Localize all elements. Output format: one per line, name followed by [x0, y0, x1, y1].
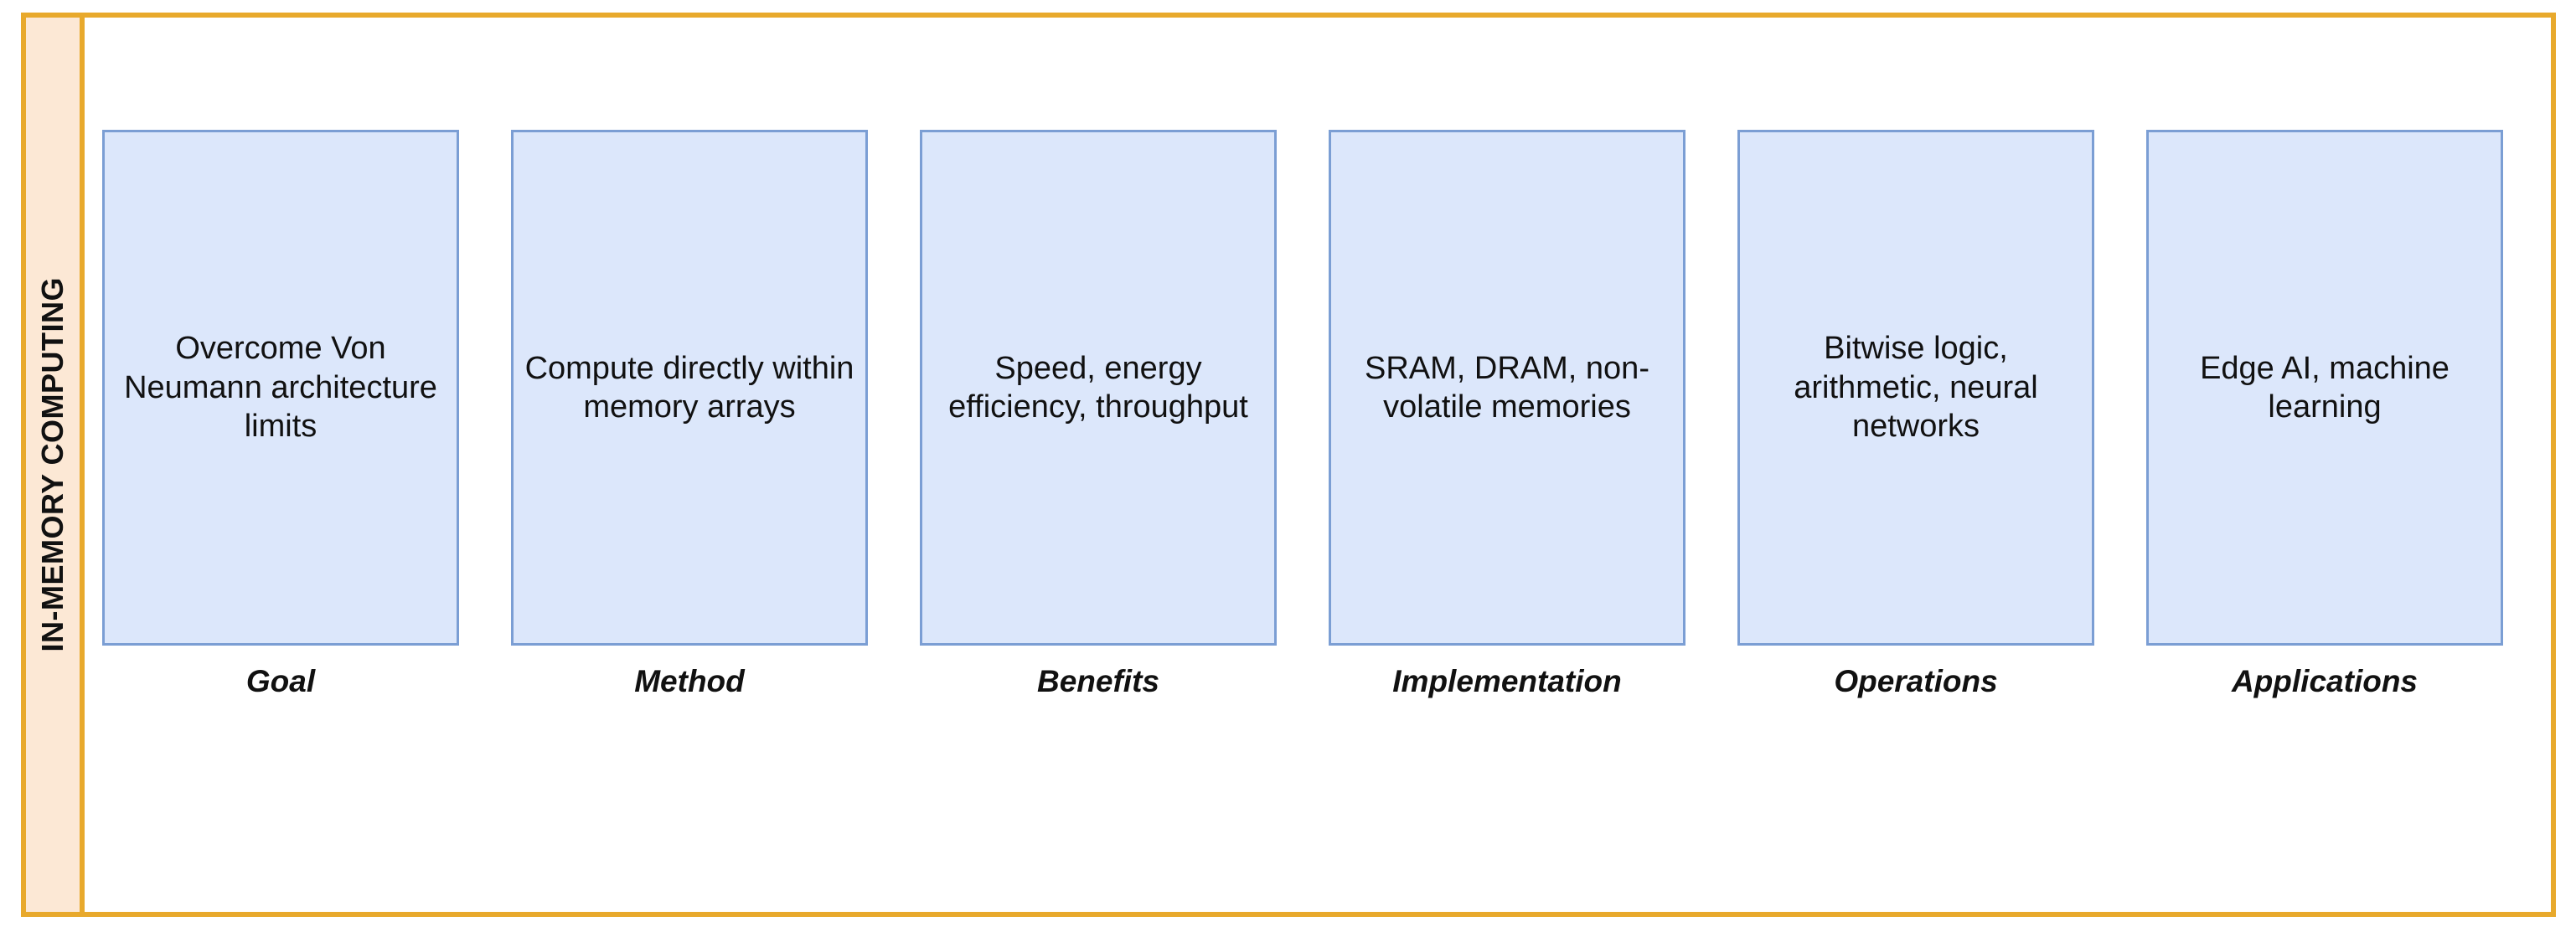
aspect-column-benefits: Speed, energy efficiency, throughput Ben… — [920, 130, 1277, 699]
aspect-card-text: Overcome Von Neumann architecture limits — [124, 331, 437, 445]
aspect-card-text: SRAM, DRAM, non-volatile memories — [1365, 350, 1649, 425]
aspect-caption-method: Method — [634, 664, 745, 698]
aspect-caption-benefits: Benefits — [1037, 664, 1159, 698]
aspect-column-goal: Overcome Von Neumann architecture limits… — [102, 130, 459, 699]
aspect-card-benefits: Speed, energy efficiency, throughput — [920, 130, 1277, 646]
column-container: Overcome Von Neumann architecture limits… — [102, 130, 2518, 766]
aspect-column-operations: Bitwise logic, arithmetic, neural networ… — [1737, 130, 2094, 699]
aspect-caption-goal: Goal — [245, 664, 316, 698]
side-banner: IN-MEMORY COMPUTING — [21, 13, 85, 917]
aspect-column-method: Compute directly within memory arrays Me… — [511, 130, 868, 699]
aspect-card-implementation: SRAM, DRAM, non-volatile memories — [1329, 130, 1685, 646]
aspect-card-text: Speed, energy efficiency, throughput — [948, 350, 1248, 425]
aspect-caption-applications: Applications — [2231, 664, 2419, 698]
aspect-card-method: Compute directly within memory arrays — [511, 130, 868, 646]
aspect-caption-operations: Operations — [1834, 664, 1998, 698]
aspect-card-text: Edge AI, machine learning — [2200, 350, 2450, 425]
aspect-card-goal: Overcome Von Neumann architecture limits — [102, 130, 459, 646]
aspect-caption-implementation: Implementation — [1392, 664, 1622, 698]
content-area: Overcome Von Neumann architecture limits… — [85, 18, 2551, 912]
aspect-card-text: Compute directly within memory arrays — [524, 350, 854, 425]
aspect-column-implementation: SRAM, DRAM, non-volatile memories Implem… — [1329, 130, 1685, 699]
side-banner-label: IN-MEMORY COMPUTING — [35, 277, 70, 652]
aspect-card-operations: Bitwise logic, arithmetic, neural networ… — [1737, 130, 2094, 646]
aspect-card-applications: Edge AI, machine learning — [2146, 130, 2503, 646]
aspect-column-applications: Edge AI, machine learning Applications — [2146, 130, 2503, 699]
aspect-card-text: Bitwise logic, arithmetic, neural networ… — [1794, 331, 2038, 445]
